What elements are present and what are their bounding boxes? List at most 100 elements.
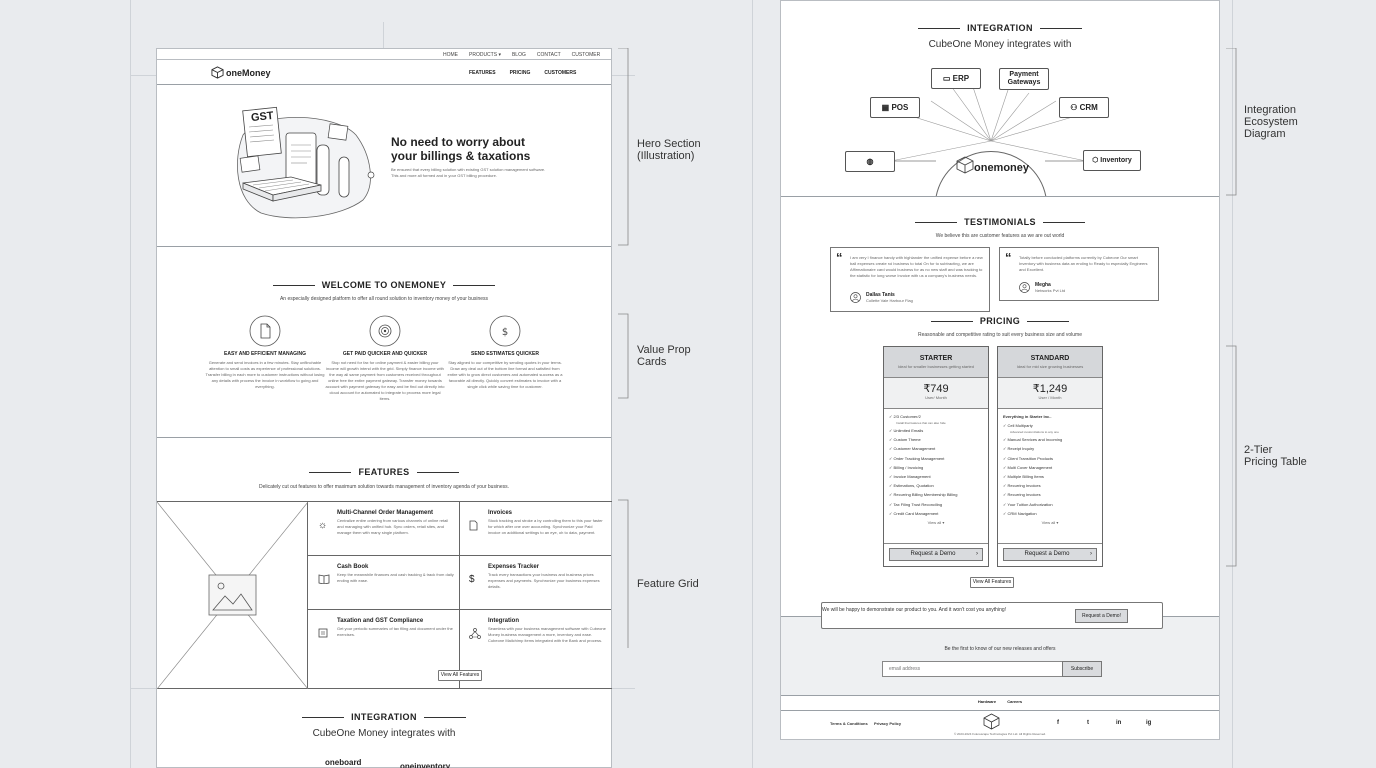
top-nav-home[interactable]: HOME <box>443 52 458 58</box>
facebook-icon[interactable]: f <box>1057 720 1059 726</box>
left-wireframe-page: HOME PRODUCTS ▾ BLOG CONTACT CUSTOMER on… <box>156 48 612 768</box>
nav-customers[interactable]: CUSTOMERS <box>544 70 577 76</box>
feature-text: Keep the meanwhile finances and cash tra… <box>337 572 454 583</box>
features-title: FEATURES <box>157 467 611 477</box>
plan-feature: ✓ Your Tuition Authorization <box>1003 501 1053 507</box>
feature-text: Track every transactions your business a… <box>488 572 600 589</box>
request-demo-button-standard[interactable]: Request a Demo› <box>1003 548 1097 561</box>
value-card-text: Generate and send invoices in a few minu… <box>205 360 325 389</box>
plan-view-all-link[interactable]: View all ▾ <box>927 520 945 526</box>
feature-item: Invoices Stock tracking and stroke a by … <box>466 510 606 536</box>
main-header: oneMoney FEATURES PRICING CUSTOMERS <box>157 60 611 85</box>
demo-box: We will be happy to demonstrate our prod… <box>821 602 1163 629</box>
plan-view-all-link[interactable]: View all ▾ <box>1041 520 1059 526</box>
plan-feature: ✓ Manual Services and Incoming <box>1003 437 1063 443</box>
plan-feature: ✓ Custom Theme <box>889 437 921 443</box>
left-integration-subtitle: CubeOne Money integrates with <box>312 728 456 739</box>
chevron-right-icon: › <box>976 551 978 557</box>
node-inventory[interactable]: ⬡ Inventory <box>1083 150 1141 171</box>
value-card-title: EASY AND EFFICIENT MANAGING <box>224 351 306 357</box>
testimonial-text: Totally before conducted platforms curre… <box>1019 255 1148 272</box>
instagram-icon[interactable]: ig <box>1146 720 1152 726</box>
subscribe-button[interactable]: Subscribe <box>1062 661 1102 677</box>
linkedin-icon[interactable]: in <box>1116 720 1122 726</box>
top-nav-products[interactable]: PRODUCTS ▾ <box>469 52 501 58</box>
testimonial-card-1: “ I am very I finance handy with highlan… <box>830 247 990 312</box>
value-card-1: EASY AND EFFICIENT MANAGING Generate and… <box>205 315 325 390</box>
svg-text:$: $ <box>502 327 508 338</box>
footer-link-hardware[interactable]: Hardware <box>977 699 997 704</box>
plan-feature: ✓ Customer Management <box>889 446 936 452</box>
top-nav-links: HOME PRODUCTS ▾ BLOG CONTACT CUSTOMER <box>443 52 600 58</box>
nav-features[interactable]: FEATURES <box>469 70 496 76</box>
section-divider <box>157 246 611 247</box>
node-global[interactable]: ◍ <box>845 151 895 172</box>
integration-diagram <box>890 80 1087 197</box>
plan-feature: ✓ Multiple Billing Items <box>1003 474 1044 480</box>
pos-icon: ▦ <box>881 103 892 112</box>
request-demo-button[interactable]: Request a Demo! <box>1075 609 1128 623</box>
hero-title-line2: your billings & taxations <box>391 149 531 163</box>
plan-tag: Ideal for smaller businesses getting sta… <box>897 364 975 369</box>
feature-text: Stock tracking and stroke a by controlli… <box>488 518 603 535</box>
avatar-icon <box>1019 282 1030 293</box>
plan-feature: ✓ Recurring Billing Membership Billing <box>889 492 958 498</box>
plan-feature: ✓ Receipt Inquiry <box>1003 446 1035 452</box>
feature-grid: ☼ Multi-Channel Order Management Central… <box>157 501 612 689</box>
globe-icon: ◍ <box>866 157 874 166</box>
feature-item: Cash Book Keep the meanwhile finances an… <box>315 564 455 584</box>
node-payment-gateways[interactable]: Payment Gateways <box>999 68 1049 90</box>
value-card-title: SEND ESTIMATES QUICKER <box>471 351 539 357</box>
plan-feature: ✓ Invoice Management <box>889 474 931 480</box>
annotation-brackets <box>618 48 629 648</box>
plan-feature-list: Everything in Starter Inc.. ✓ Cell Multi… <box>998 409 1102 526</box>
plan-feature: ✓ Order Tracking Management <box>889 455 945 461</box>
demo-text: We will be happy to demonstrate our prod… <box>822 607 1007 613</box>
testimonial-name: Dallas Tanis <box>866 292 895 298</box>
main-nav: FEATURES PRICING CUSTOMERS <box>469 70 576 76</box>
feature-text: Centralize entire ordering from various … <box>337 518 449 535</box>
hero-description: Be ensured that every billing solution w… <box>391 167 546 178</box>
welcome-title: WELCOME TO ONEMONEY <box>157 280 611 290</box>
oneinventory-logo: oneinventory <box>400 762 451 768</box>
brand-logo[interactable]: oneMoney <box>211 66 271 79</box>
view-all-pricing-features-button[interactable]: View All Features <box>970 577 1014 588</box>
feature-item: Integration Seamless with your business … <box>466 618 606 644</box>
feature-title: Invoices <box>488 510 513 516</box>
node-pos[interactable]: ▦ POS <box>870 97 920 118</box>
crm-icon: ⚇ <box>1070 103 1080 112</box>
plan-subline: Install that features that can also hide <box>896 421 946 425</box>
plan-feature-list: ✓ 2/3 Customer/2 Install that features t… <box>884 409 988 526</box>
image-placeholder-icon <box>157 502 308 689</box>
plan-tag: Ideal for mid size growing businesses <box>1016 364 1084 369</box>
top-nav-contact[interactable]: CONTACT <box>536 52 561 58</box>
newsletter-email-input[interactable] <box>882 661 1063 677</box>
node-crm[interactable]: ⚇ CRM <box>1059 97 1109 118</box>
node-erp[interactable]: ▭ ERP <box>931 68 981 89</box>
quote-icon: “ <box>836 250 843 265</box>
hero-text: No need to worry about your billings & t… <box>391 135 556 179</box>
top-nav-customer[interactable]: CUSTOMER <box>571 52 601 58</box>
quote-icon: “ <box>1005 250 1012 265</box>
footer-link-careers[interactable]: Careers <box>1007 699 1023 704</box>
plan-feature: ✓ Client Transition Products <box>1003 455 1054 461</box>
footer-privacy-link[interactable]: Privacy Policy <box>874 721 902 726</box>
twitter-icon[interactable]: t <box>1087 720 1089 726</box>
view-all-features-button[interactable]: View All Features <box>438 670 482 681</box>
hero-title-line1: No need to worry about <box>391 135 526 149</box>
oneboard-logo: oneboard <box>325 758 362 767</box>
testimonial-text: I am very I finance handy with highlande… <box>850 255 983 278</box>
plan-price: ₹749 <box>923 383 949 395</box>
footer-terms-link[interactable]: Terms & Conditions <box>830 721 868 726</box>
integration-subtitle: CubeOne Money integrates with <box>928 39 1072 50</box>
plan-subline: Advanced customizations to any one <box>1010 430 1059 435</box>
testimonial-card-2: “ Totally before conducted platforms cur… <box>999 247 1159 301</box>
nav-pricing[interactable]: PRICING <box>509 70 531 76</box>
request-demo-button-starter[interactable]: Request a Demo› <box>889 548 983 561</box>
top-nav-blog[interactable]: BLOG <box>511 52 526 58</box>
plan-feature: ✓ Credit Card Management <box>889 510 939 516</box>
value-card-2: GET PAID QUICKER AND QUICKER Stop not ne… <box>325 315 445 414</box>
cube-icon: ⬡ <box>1092 157 1101 164</box>
right-wireframe-page: INTEGRATION CubeOne Money integrates wit… <box>780 0 1220 740</box>
